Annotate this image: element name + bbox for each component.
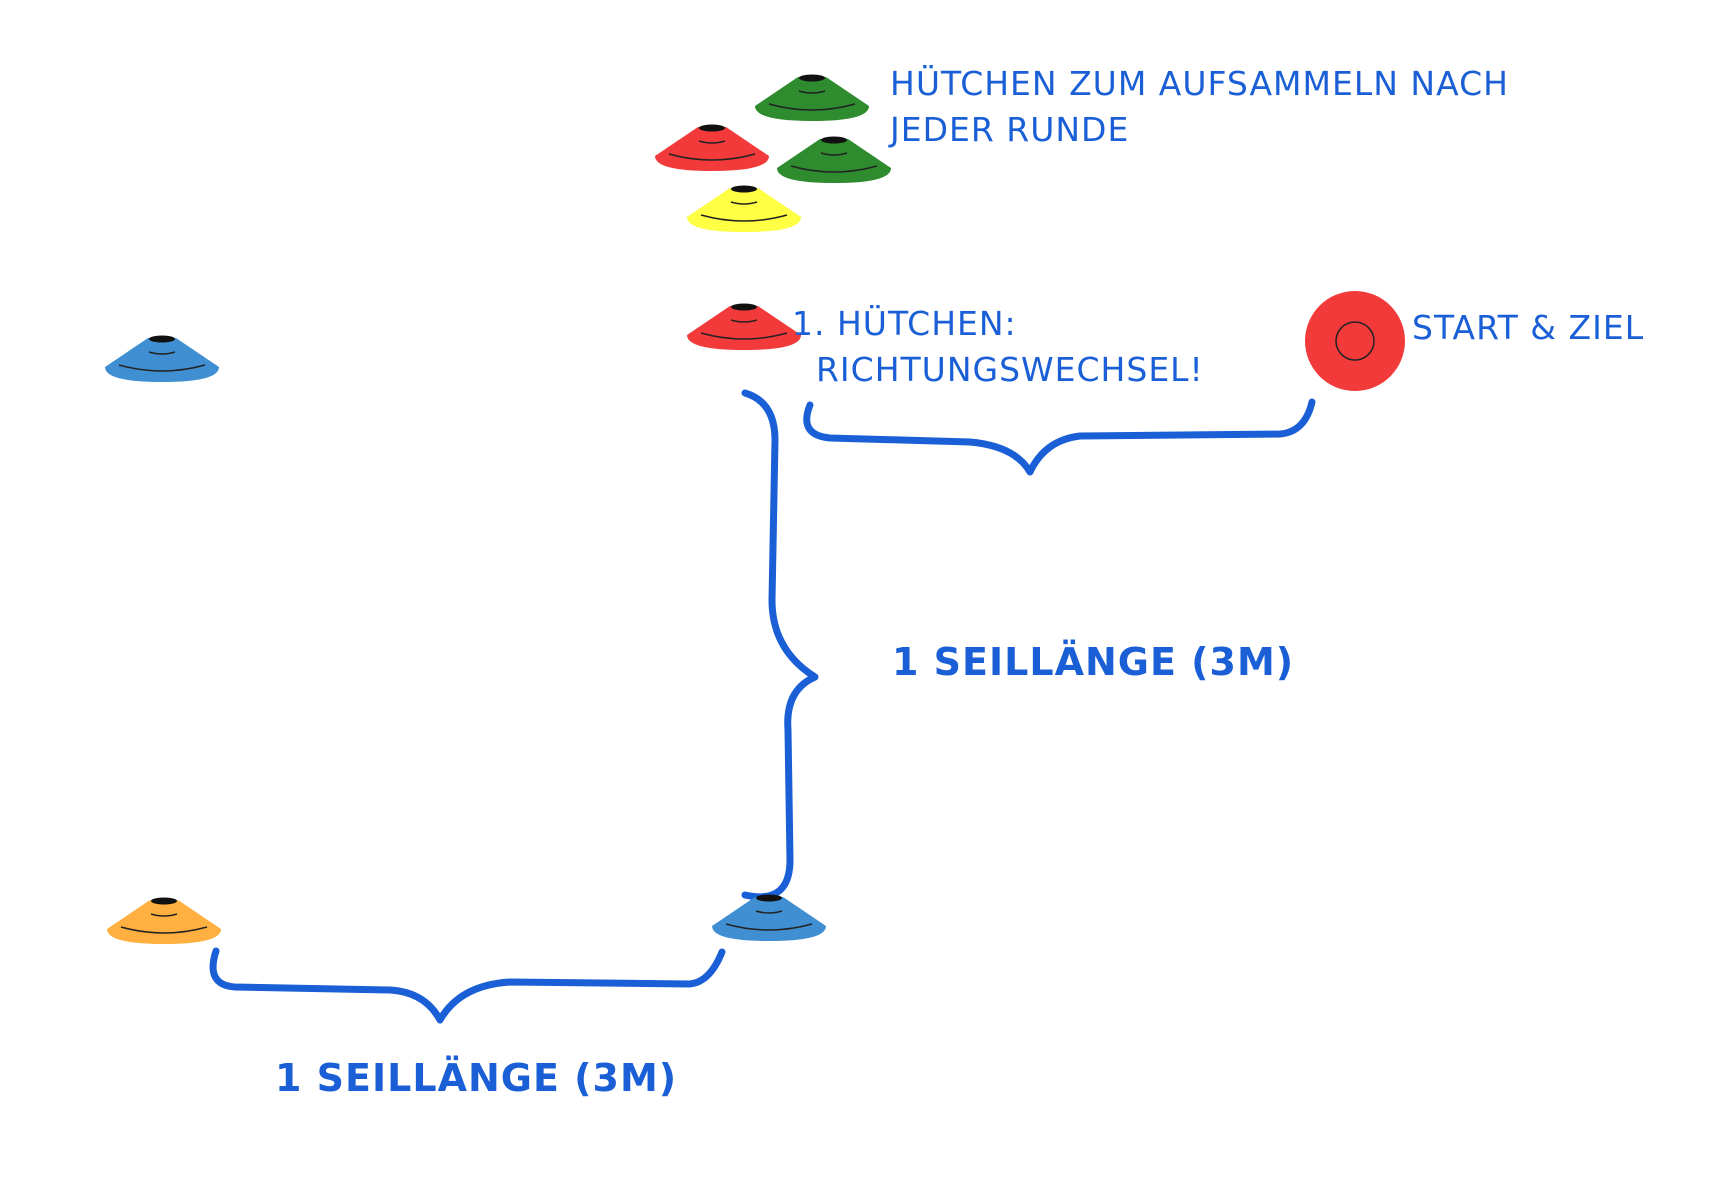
cone-body (655, 127, 769, 171)
cone-yellow (687, 185, 801, 232)
cone-body (687, 188, 801, 232)
cone-base-line (725, 923, 813, 931)
cone-body (712, 897, 826, 941)
first-cone-label-line2: RICHTUNGSWECHSEL! (816, 350, 1204, 389)
brace-vertical (741, 389, 819, 901)
first-cone-label-line1: 1. HÜTCHEN: (792, 304, 1017, 343)
cone-hole (699, 124, 725, 132)
cone-base-line (120, 926, 208, 934)
cone-inner-line (148, 351, 176, 355)
brace-top-right (803, 398, 1316, 476)
cone-inner-line (820, 152, 848, 156)
cone-base-line (790, 165, 878, 173)
cone-red-first (687, 303, 801, 350)
cone-base-line (668, 153, 756, 161)
cone-hole (151, 897, 177, 905)
cone-inner-line (730, 319, 758, 323)
start-marker-ring (1335, 321, 1375, 361)
cone-hole (149, 335, 175, 343)
distance-label-bottom: 1 SEILLÄNGE (3M) (275, 1056, 678, 1100)
cone-base-line (700, 332, 788, 340)
cone-body (105, 338, 219, 382)
cone-hole (731, 303, 757, 311)
start-marker-disc (1305, 291, 1405, 391)
cone-green-top (755, 74, 869, 121)
start-finish-marker (1305, 291, 1405, 391)
cone-hole (731, 185, 757, 193)
start-finish-label: START & ZIEL (1412, 308, 1645, 347)
cone-inner-line (698, 140, 726, 144)
cone-orange (107, 897, 221, 944)
cone-base-line (700, 214, 788, 222)
cone-inner-line (730, 201, 758, 205)
brace-bottom (209, 947, 726, 1024)
cone-hole (756, 894, 782, 902)
cone-base-line (768, 103, 856, 111)
cone-inner-line (150, 913, 178, 917)
cone-inner-line (798, 90, 826, 94)
cone-red-collect (655, 124, 769, 171)
cone-body (777, 139, 891, 183)
cone-hole (821, 136, 847, 144)
cone-blue-bottom (712, 894, 826, 941)
cone-hole (799, 74, 825, 82)
collect-label-line1: HÜTCHEN ZUM AUFSAMMELN NACH (890, 64, 1509, 103)
collect-label-line2: JEDER RUNDE (890, 110, 1130, 149)
cone-body (755, 77, 869, 121)
distance-label-vertical: 1 SEILLÄNGE (3M) (892, 640, 1295, 684)
cone-body (687, 306, 801, 350)
cone-green-right (777, 136, 891, 183)
cone-inner-line (755, 910, 783, 914)
cone-body (107, 900, 221, 944)
cone-base-line (118, 364, 206, 372)
cone-blue-left (105, 335, 219, 382)
